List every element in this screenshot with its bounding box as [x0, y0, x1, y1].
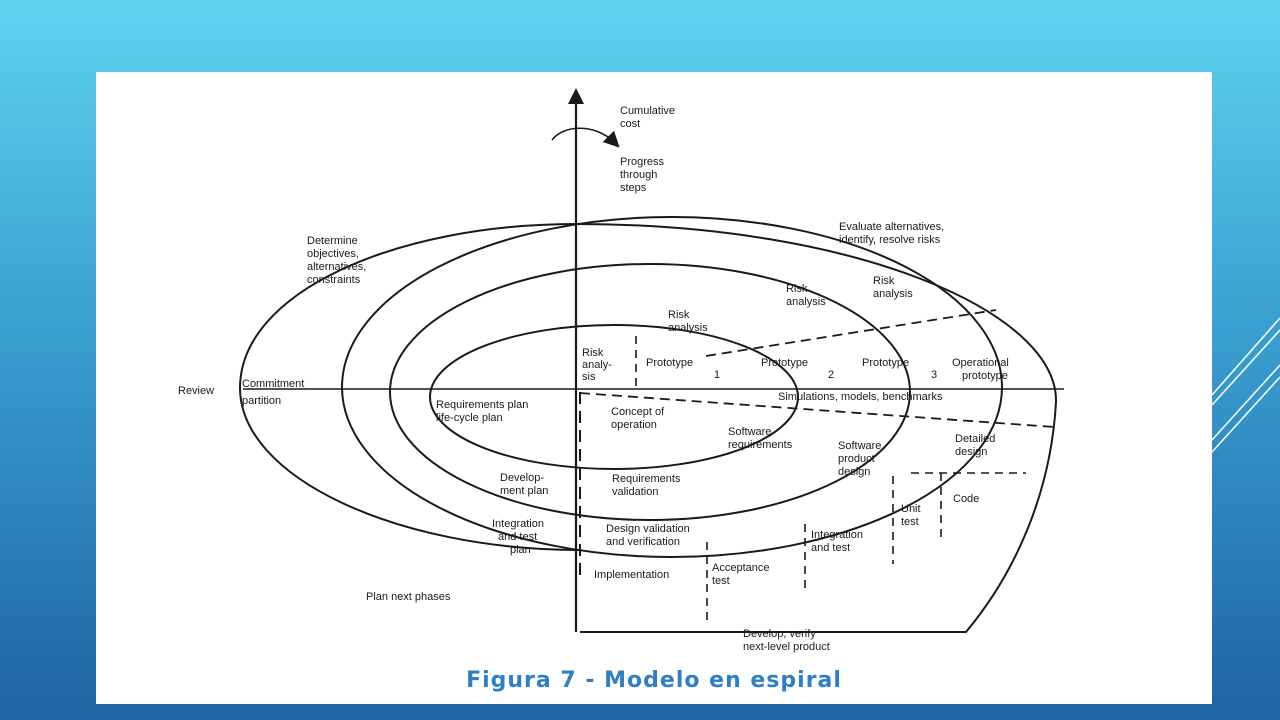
requirements-plan-label: Requirements plan life-cycle plan [436, 399, 531, 424]
figure-caption: Figura 7 - Modelo en espiral [466, 668, 842, 693]
determine-objectives-label: Determine objectives, alternatives, cons… [307, 235, 369, 286]
spiral-model-diagram: Cumulative cost Progress through steps D… [178, 88, 1064, 653]
progress-arrow [551, 127, 620, 148]
spiral-loop-second [389, 263, 911, 521]
software-requirements-label: Software requirements [728, 426, 793, 451]
spiral-loop-inner [429, 324, 799, 470]
prototype-2-label: Prototype [761, 357, 808, 369]
develop-verify-label: Develop, verify next-level product [743, 628, 830, 653]
operational-prototype-label: Operational prototype [952, 357, 1012, 382]
software-product-design-label: Software product design [838, 440, 884, 478]
dashed-prototype-divider [705, 309, 997, 357]
axis-arrowhead [568, 88, 584, 104]
evaluate-alternatives-label: Evaluate alternatives, identify, resolve… [839, 221, 947, 246]
risk-analysis-mid-label: Risk analysis [786, 283, 826, 308]
implementation-label: Implementation [594, 569, 669, 581]
figure-panel: Cumulative cost Progress through steps D… [96, 72, 1212, 704]
risk-analysis-outer-label: Risk analysis [873, 275, 913, 300]
design-validation-label: Design validation and verification [606, 523, 693, 548]
cumulative-cost-label: Cumulative cost [620, 105, 678, 130]
prototype-3-number: 3 [931, 369, 937, 381]
risk-analysis-core-label: Risk analy- sis [582, 347, 615, 383]
simulations-label: Simulations, models, benchmarks [778, 391, 943, 403]
review-label: Review [178, 385, 214, 397]
risk-analysis-inner-label: Risk analysis [668, 309, 708, 334]
integration-and-test-label: Integration and test [811, 529, 866, 554]
requirements-validation-label: Requirements validation [612, 473, 684, 498]
spiral-loop-outer [238, 222, 1058, 633]
concept-of-operation-label: Concept of operation [611, 406, 667, 431]
detailed-design-label: Detailed design [955, 433, 998, 458]
prototype-1-number: 1 [714, 369, 720, 381]
progress-label: Progress through steps [620, 156, 667, 194]
prototype-2-number: 2 [828, 369, 834, 381]
development-plan-label: Develop- ment plan [500, 472, 548, 497]
code-label: Code [953, 493, 979, 505]
prototype-1-label: Prototype [646, 357, 693, 369]
commitment-partition-label: Commitment partition [242, 378, 307, 407]
integration-and-test-plan-label: Integration and test plan [492, 518, 547, 556]
unit-test-label: Unit test [901, 503, 924, 528]
spiral-loop-third [341, 216, 1003, 558]
acceptance-test-label: Acceptance test [712, 562, 773, 587]
prototype-3-label: Prototype [862, 357, 909, 369]
plan-next-phases-label: Plan next phases [366, 591, 451, 603]
